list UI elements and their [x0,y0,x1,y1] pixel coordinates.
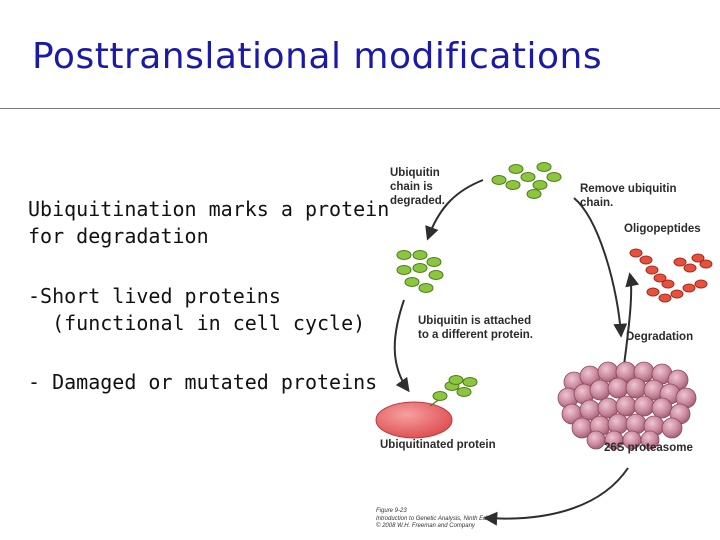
figure-credit: Figure 9-23 Introduction to Genetic Anal… [376,508,498,531]
ubiquitin-chain-top [492,163,561,199]
label-chain-degraded: Ubiquitin chain is degraded. [390,166,445,208]
title-divider [0,108,720,109]
cycle-arrows [395,180,631,519]
label-oligopeptides: Oligopeptides [624,222,701,236]
arrow-right-up [624,275,631,365]
label-attached: Ubiquitin is attached to a different pro… [418,314,533,342]
bullet-ubiquitination: Ubiquitination marks a protein for degra… [28,196,389,250]
slide-title: Posttranslational modifications [32,36,602,77]
arrow-bottom [486,468,628,519]
label-ubiquitinated-protein: Ubiquitinated protein [380,438,496,452]
label-proteasome: 26S proteasome [604,441,693,455]
oligopeptides [630,249,712,302]
proteasome [558,362,696,449]
bullet-damaged: - Damaged or mutated proteins [28,369,377,396]
ubiquitinated-protein [376,376,477,439]
arrow-left-down [395,300,408,390]
ubiquitin-chain-left [397,251,443,293]
ubiquitin-cycle-diagram: Ubiquitin chain is degraded. Remove ubiq… [368,150,720,540]
bullet-short-lived: -Short lived proteins (functional in cel… [28,283,365,337]
arrow-top [574,198,621,335]
label-remove-chain: Remove ubiquitin chain. [580,182,676,210]
label-degradation: Degradation [626,330,693,344]
